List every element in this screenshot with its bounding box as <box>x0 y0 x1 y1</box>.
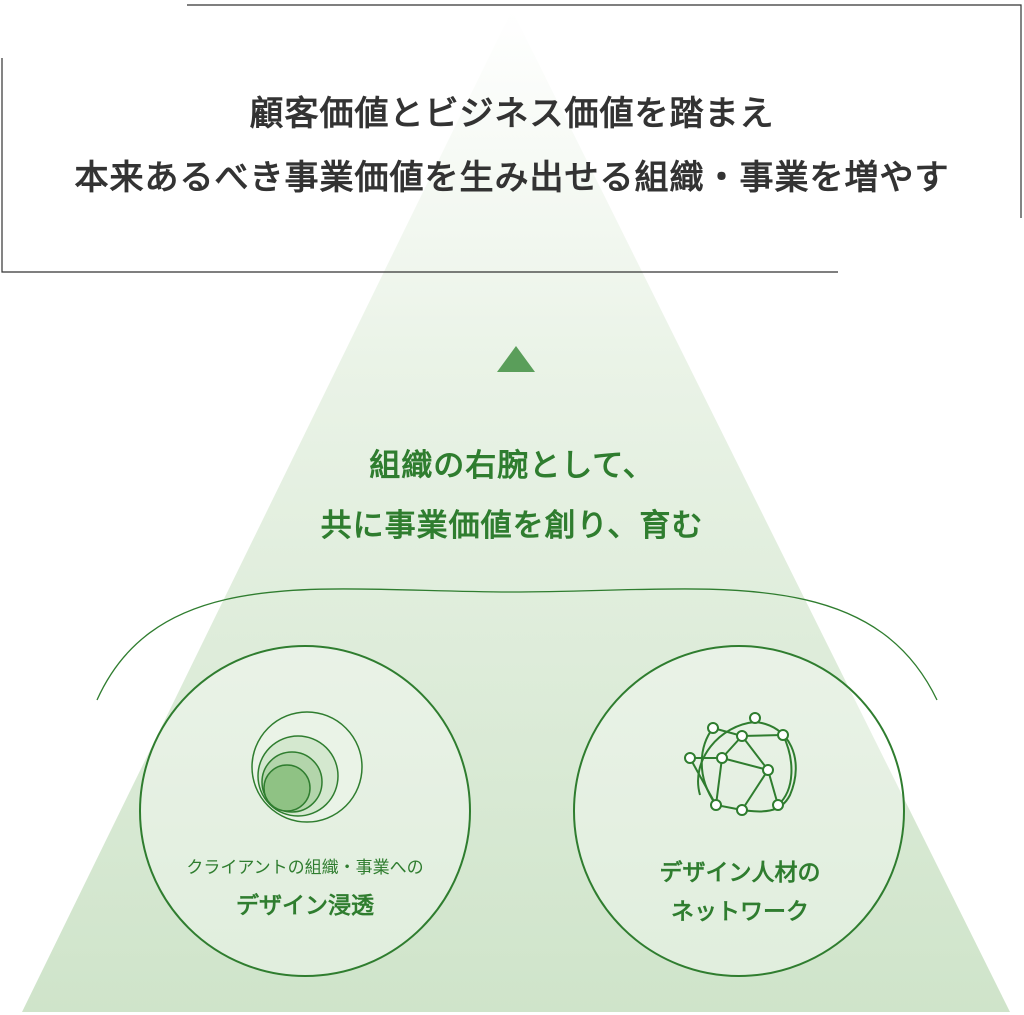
concentric-circles-icon <box>251 711 363 823</box>
right-circle-title-line2: ネットワーク <box>671 899 809 925</box>
right-circle-title-line1: デザイン人材の <box>659 860 821 886</box>
middle-heading-line2: 共に事業価値を創り、育む <box>320 508 704 544</box>
top-box-fill <box>2 5 1022 272</box>
top-box-frame-top-right <box>187 4 1022 218</box>
arc-line <box>96 588 938 701</box>
middle-heading-line1: 組織の右腕として、 <box>369 448 655 484</box>
network-globe-icon <box>684 712 797 816</box>
top-heading-line2: 本来あるべき事業価値を生み出せる組織・事業を増やす <box>74 158 950 198</box>
left-circle-subtitle: クライアントの組織・事業への <box>186 858 424 878</box>
top-heading-line1: 顧客価値とビジネス価値を踏まえ <box>249 94 775 134</box>
left-circle-title: デザイン浸透 <box>236 893 374 919</box>
up-arrow-icon <box>497 346 535 372</box>
top-box-frame-bottom-left <box>1 58 838 273</box>
